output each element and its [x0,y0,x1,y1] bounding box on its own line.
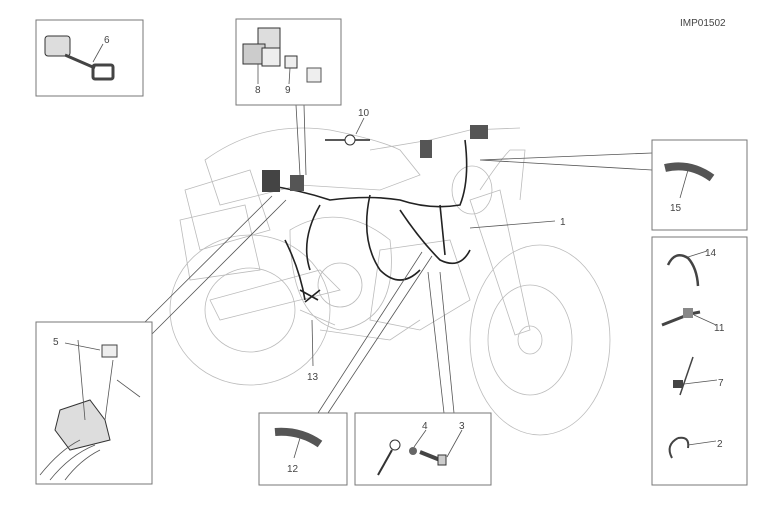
callout-6: 6 [104,35,110,46]
leader-lines [144,104,653,414]
callout-1: 1 [560,217,566,228]
callout-4: 4 [422,421,428,432]
callout-7: 7 [718,378,724,389]
callout-9: 9 [285,85,291,96]
inset-diagnostic-connector [35,19,144,97]
callout-14: 14 [705,248,717,259]
callout-5: 5 [53,337,59,348]
callout-15: 15 [670,203,682,214]
wiring-harness-illustration [262,125,488,303]
inset-clips [651,236,748,486]
callout-10: 10 [358,108,370,119]
callout-2: 2 [717,439,723,450]
inset-fuse-box [35,321,153,485]
callout-3: 3 [459,421,465,432]
callout-11: 11 [714,323,725,334]
inset-ground-screw [354,412,492,486]
motorcycle-illustration [169,127,611,436]
callout-8: 8 [255,85,261,96]
callout-13: 13 [307,372,319,383]
callout-12: 12 [287,464,299,475]
figure-code: IMP01502 [680,18,726,29]
inset-sheath-left [258,412,348,486]
inset-sheath-right [651,139,748,231]
inset-relays [235,18,342,106]
